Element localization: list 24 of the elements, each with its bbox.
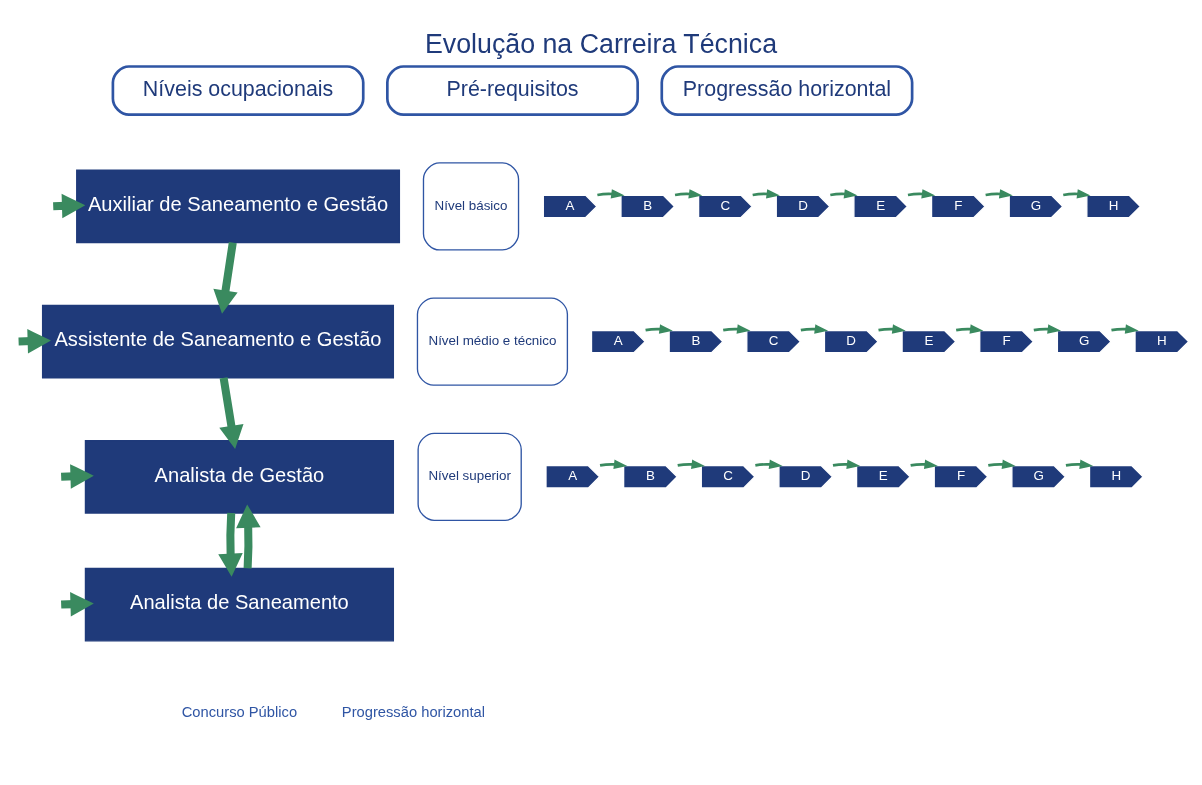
legend-label: Progressão horizontal: [341, 703, 486, 720]
arrow: [910, 459, 938, 469]
node-box: Analista de Saneamento: [84, 567, 395, 642]
node-box: Pré-requisitos: [386, 65, 639, 117]
node-box: Progressão horizontal: [660, 65, 914, 117]
node-box: Nível superior: [417, 432, 522, 521]
node-box: Analista de Gestão: [84, 440, 395, 514]
arrow: [599, 459, 628, 469]
arrow: [988, 459, 1016, 469]
arrow: [1065, 459, 1094, 469]
arrow: [219, 377, 244, 449]
diagram-title: Evolução na Carreira Técnica: [424, 29, 778, 60]
arrow: [236, 504, 261, 569]
arrow: [677, 459, 705, 469]
arrow: [755, 459, 783, 469]
node-box: Assistente de Saneamento e Gestão: [41, 304, 395, 379]
node-box: Nível médio e técnico: [416, 297, 569, 386]
node-box: Auxiliar de Saneamento e Gestão: [76, 169, 401, 244]
arrow: [832, 459, 861, 469]
node-box: Nível básico: [422, 162, 520, 251]
legend-label: Concurso Público: [181, 703, 298, 720]
node-box: Níveis ocupacionais: [111, 65, 365, 117]
arrow: [218, 512, 243, 577]
arrow: [213, 241, 238, 314]
